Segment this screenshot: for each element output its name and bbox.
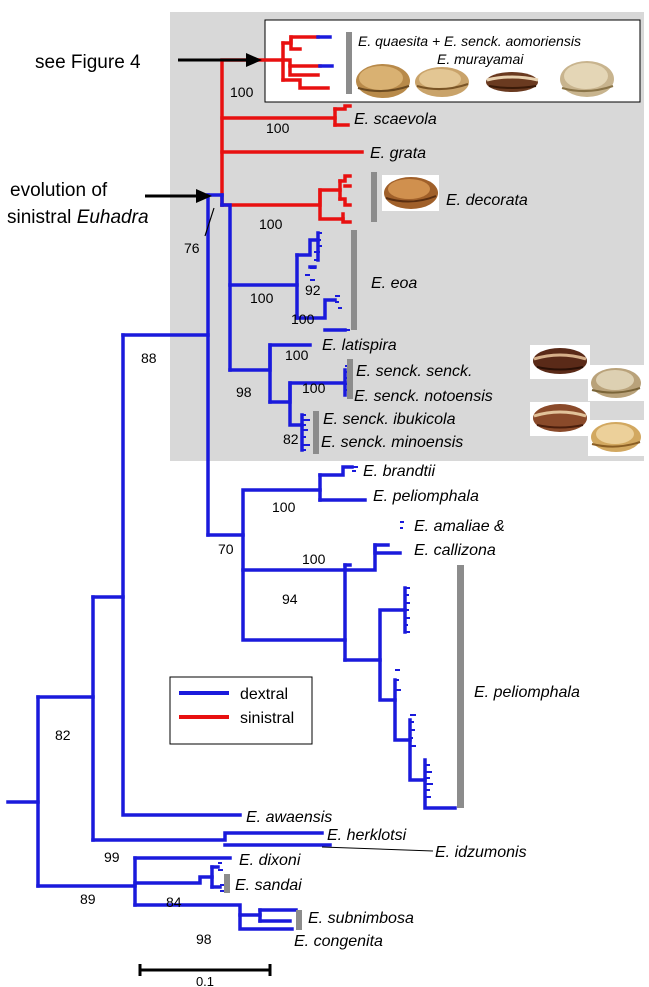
legend-dextral-label: dextral (240, 686, 288, 703)
shell-ibukicola-2-icon (588, 420, 644, 456)
taxon-quaesita-aomoriensis: E. quaesita + E. senck. aomoriensis (358, 33, 581, 49)
support-ibukicola-minoensis: 82 (283, 431, 299, 447)
shell-murayamai-2-icon (560, 61, 614, 97)
support-herklotsi-idzumonis: 99 (104, 849, 120, 865)
taxon-herklotsi: E. herklotsi (327, 827, 407, 844)
evolution-label-line1: evolution of (10, 180, 108, 201)
evolution-label-line2: sinistral Euhadra (7, 207, 149, 228)
clade-bar-peliomphala (457, 565, 464, 808)
taxon-awaensis: E. awaensis (246, 809, 332, 826)
taxon-peliomphala-2: E. peliomphala (474, 684, 580, 701)
support-eoa-inner-b: 100 (291, 311, 315, 327)
taxon-amaliae: E. amaliae & (414, 518, 505, 535)
taxon-subnimbosa: E. subnimbosa (308, 910, 414, 927)
support-subnimbosa-congenita: 98 (196, 931, 212, 947)
support-main-dextral: 88 (141, 350, 157, 366)
clade-bar-eoa (351, 230, 357, 330)
taxon-sandai: E. sandai (235, 877, 302, 894)
support-scaevola: 100 (266, 120, 290, 136)
support-outer-group: 82 (55, 727, 71, 743)
taxon-eoa: E. eoa (371, 275, 417, 292)
support-amaliae-callizona: 100 (302, 551, 326, 567)
support-senckenbergiana-group: 98 (236, 384, 252, 400)
shell-ibukicola-1-icon (530, 402, 590, 436)
support-eoa-inner-a: 92 (305, 282, 321, 298)
shell-murayamai-1-icon (486, 72, 538, 92)
taxon-peliomphala-1: E. peliomphala (373, 488, 479, 505)
taxon-decorata: E. decorata (446, 192, 528, 209)
taxon-senck-ibukicola: E. senck. ibukicola (323, 411, 456, 428)
taxon-congenita: E. congenita (294, 933, 383, 950)
scale-bar-label: 0.1 (196, 974, 214, 987)
see-figure-label: see Figure 4 (35, 52, 141, 73)
taxon-scaevola: E. scaevola (354, 111, 437, 128)
support-dixoni-sandai: 84 (166, 894, 182, 910)
support-senck-notoensis: 100 (302, 380, 326, 396)
taxon-callizona: E. callizona (414, 542, 496, 559)
shell-quaesita-1-icon (356, 64, 410, 98)
support-brandtii-peliomphala: 100 (272, 499, 296, 515)
support-basal-group: 89 (80, 891, 96, 907)
support-sinistral-origin: 76 (184, 240, 200, 256)
support-eoa-group: 100 (250, 290, 274, 306)
taxon-brandtii: E. brandtii (363, 463, 435, 480)
legend: dextral sinistral (170, 677, 312, 744)
clade-bar-ibukicola (313, 411, 319, 454)
support-peliomphala-group: 94 (282, 591, 298, 607)
support-eastern-group: 70 (218, 541, 234, 557)
taxon-latispira: E. latispira (322, 337, 397, 354)
taxon-dixoni: E. dixoni (239, 852, 301, 869)
shell-quaesita-2-icon (415, 67, 469, 97)
shell-senck-2-icon (588, 365, 644, 401)
clade-bar-decorata (371, 172, 377, 222)
shell-decorata-icon (382, 175, 439, 211)
taxon-idzumonis: E. idzumonis (435, 844, 527, 861)
taxon-senck-senck: E. senck. senck. (356, 363, 473, 380)
clade-bar-subnimbosa (296, 910, 302, 930)
legend-sinistral-label: sinistral (240, 710, 294, 727)
taxon-murayamai: E. murayamai (437, 51, 524, 67)
shell-senck-1-icon (530, 345, 590, 379)
scale-bar: 0.1 (140, 964, 270, 987)
support-decorata: 100 (259, 216, 283, 232)
clade-bar-senck (347, 359, 353, 399)
taxon-senck-minoensis: E. senck. minoensis (321, 434, 463, 451)
taxon-grata: E. grata (370, 145, 426, 162)
clade-bar-quaesita (346, 32, 352, 94)
taxon-senck-notoensis: E. senck. notoensis (354, 388, 493, 405)
support-sinistral-clade: 100 (230, 84, 254, 100)
clade-bar-sandai (224, 874, 230, 893)
support-latispira: 100 (285, 347, 309, 363)
